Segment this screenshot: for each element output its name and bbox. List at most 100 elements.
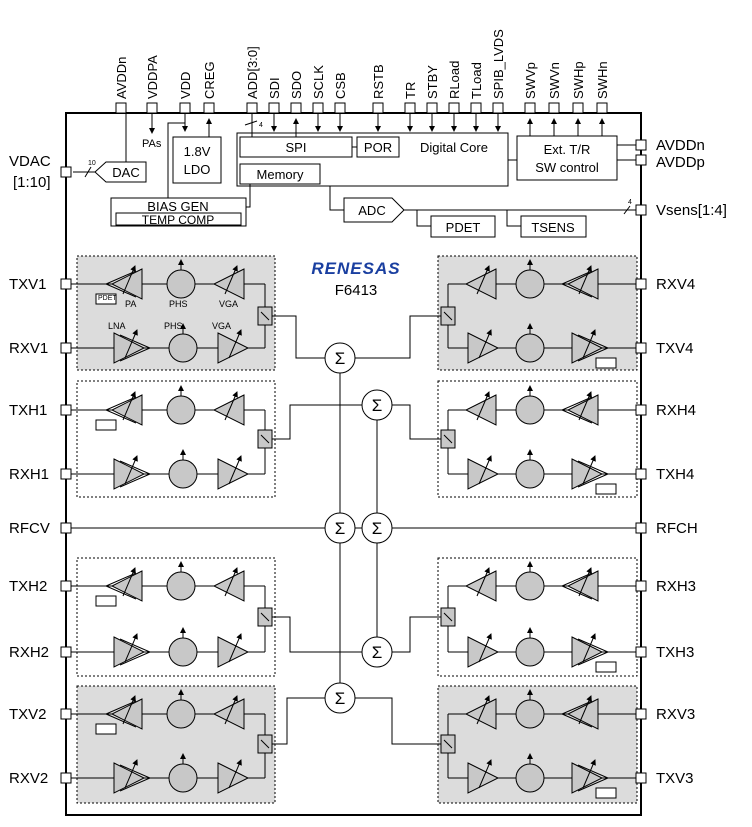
switch-blade bbox=[443, 739, 453, 749]
combiner-trace bbox=[272, 315, 325, 359]
pin-square-top bbox=[596, 102, 608, 114]
pin-square-right bbox=[635, 404, 647, 416]
pin-label-top: RSTB bbox=[371, 64, 386, 99]
gain-arrow bbox=[476, 265, 490, 295]
rf-chain-panel-left bbox=[71, 255, 276, 371]
bias-gen-label: BIAS GEN bbox=[147, 199, 208, 214]
switch-blade bbox=[443, 434, 453, 444]
combiner-symbol: Σ bbox=[372, 396, 383, 415]
pin-label-txh4: TXH4 bbox=[656, 466, 694, 483]
pin-square-top bbox=[246, 102, 258, 114]
gain-arrow bbox=[228, 329, 242, 359]
pin-square-right bbox=[635, 278, 647, 290]
pin-label-rxv4: RXV4 bbox=[656, 276, 695, 293]
gain-arrow bbox=[122, 695, 136, 725]
phase-shifter bbox=[515, 459, 545, 489]
phase-shifter bbox=[168, 763, 198, 793]
combiner-trace bbox=[272, 697, 325, 745]
gain-arrow bbox=[224, 265, 238, 295]
pin-label-top: SCLK bbox=[311, 65, 326, 99]
gain-arrow bbox=[578, 695, 592, 725]
renesas-logo: RENESAS bbox=[311, 259, 400, 278]
gain-arrow bbox=[578, 567, 592, 597]
pin-label-top: SWVp bbox=[523, 62, 538, 99]
pin-square-right bbox=[635, 708, 647, 720]
pin-square-left bbox=[60, 708, 72, 720]
gain-arrow bbox=[124, 455, 138, 485]
rf-chain-panel-right bbox=[437, 380, 638, 498]
pin-square-top bbox=[548, 102, 560, 114]
pin-square-top bbox=[572, 102, 584, 114]
pin-square-left bbox=[60, 404, 72, 416]
amplifier-outline bbox=[104, 572, 137, 600]
gain-arrow bbox=[122, 391, 136, 421]
gain-arrow bbox=[582, 759, 596, 789]
chain-label-vga-2: VGA bbox=[212, 321, 231, 331]
phase-shifter bbox=[168, 459, 198, 489]
detector-box bbox=[95, 595, 117, 607]
pin-label-avddp: AVDDp bbox=[656, 154, 705, 171]
pin-square-left bbox=[60, 166, 72, 178]
combiner-sigma bbox=[324, 682, 356, 714]
memory-block bbox=[239, 163, 321, 185]
amplifier-outline bbox=[104, 270, 137, 298]
adc-label: ADC bbox=[358, 203, 385, 218]
pin-label-txv1: TXV1 bbox=[9, 276, 47, 293]
digital-core-block: SPI POR Digital Core Memory 4 bbox=[236, 113, 509, 187]
phase-shifter bbox=[168, 637, 198, 667]
amplifier-outline bbox=[560, 396, 593, 424]
pin-label-rfcv: RFCV bbox=[9, 520, 50, 537]
gain-arrow bbox=[124, 759, 138, 789]
gain-arrow bbox=[582, 455, 596, 485]
rf-chain-panel-right bbox=[437, 255, 638, 371]
pin-label-vsens: Vsens[1:4] bbox=[656, 202, 727, 219]
pin-label-avddn-right: AVDDn bbox=[656, 137, 705, 154]
amplifier-outline bbox=[119, 334, 152, 362]
gain-arrow bbox=[476, 391, 490, 421]
detector-box bbox=[95, 419, 117, 431]
por-label: POR bbox=[364, 140, 392, 155]
pin-label-rxv3: RXV3 bbox=[656, 706, 695, 723]
combiner-trace bbox=[392, 404, 441, 440]
pin-square-top bbox=[115, 102, 127, 114]
pin-square-top bbox=[290, 102, 302, 114]
pin-square-right bbox=[635, 139, 647, 151]
pin-label-top: RLoad bbox=[447, 61, 462, 99]
amplifier-outline bbox=[104, 396, 137, 424]
phase-shifter bbox=[515, 763, 545, 793]
pin-label-top: SWVn bbox=[547, 62, 562, 99]
gain-arrow bbox=[478, 329, 492, 359]
combiner-symbol: Σ bbox=[335, 349, 346, 368]
combiner-sigma bbox=[324, 512, 356, 544]
side-pin-group bbox=[60, 139, 647, 784]
digital-core-label: Digital Core bbox=[420, 140, 488, 155]
amplifier-outline bbox=[560, 572, 593, 600]
ldo-line2: LDO bbox=[184, 162, 211, 177]
phase-shifter bbox=[515, 699, 545, 729]
phase-shifter bbox=[515, 637, 545, 667]
phase-shifter bbox=[166, 269, 196, 299]
ldo-block: 1.8V LDO bbox=[167, 113, 222, 198]
pin-label-txh3: TXH3 bbox=[656, 644, 694, 661]
pin-square-top bbox=[470, 102, 482, 114]
amplifier-outline bbox=[119, 638, 152, 666]
gain-arrow bbox=[476, 695, 490, 725]
switch-blade bbox=[443, 612, 453, 622]
pin-square-right bbox=[635, 154, 647, 166]
amplifier-outline bbox=[104, 700, 137, 728]
rf-chain-panel-left bbox=[71, 557, 276, 677]
gain-arrow bbox=[124, 633, 138, 663]
pin-label-vdac: VDAC bbox=[9, 153, 51, 170]
pin-square-right bbox=[635, 772, 647, 784]
ldo-line1: 1.8V bbox=[184, 144, 211, 159]
pin-label-top: ADD[3:0] bbox=[245, 46, 260, 99]
pin-square-left bbox=[60, 772, 72, 784]
pin-label-top: STBY bbox=[425, 65, 440, 99]
pin-label-top: CSB bbox=[333, 72, 348, 99]
switch-blade bbox=[443, 311, 453, 321]
gain-arrow bbox=[578, 265, 592, 295]
gain-arrow bbox=[224, 567, 238, 597]
pin-label-vdac-bus: [1:10] bbox=[13, 174, 51, 191]
amplifier-outline bbox=[577, 638, 610, 666]
